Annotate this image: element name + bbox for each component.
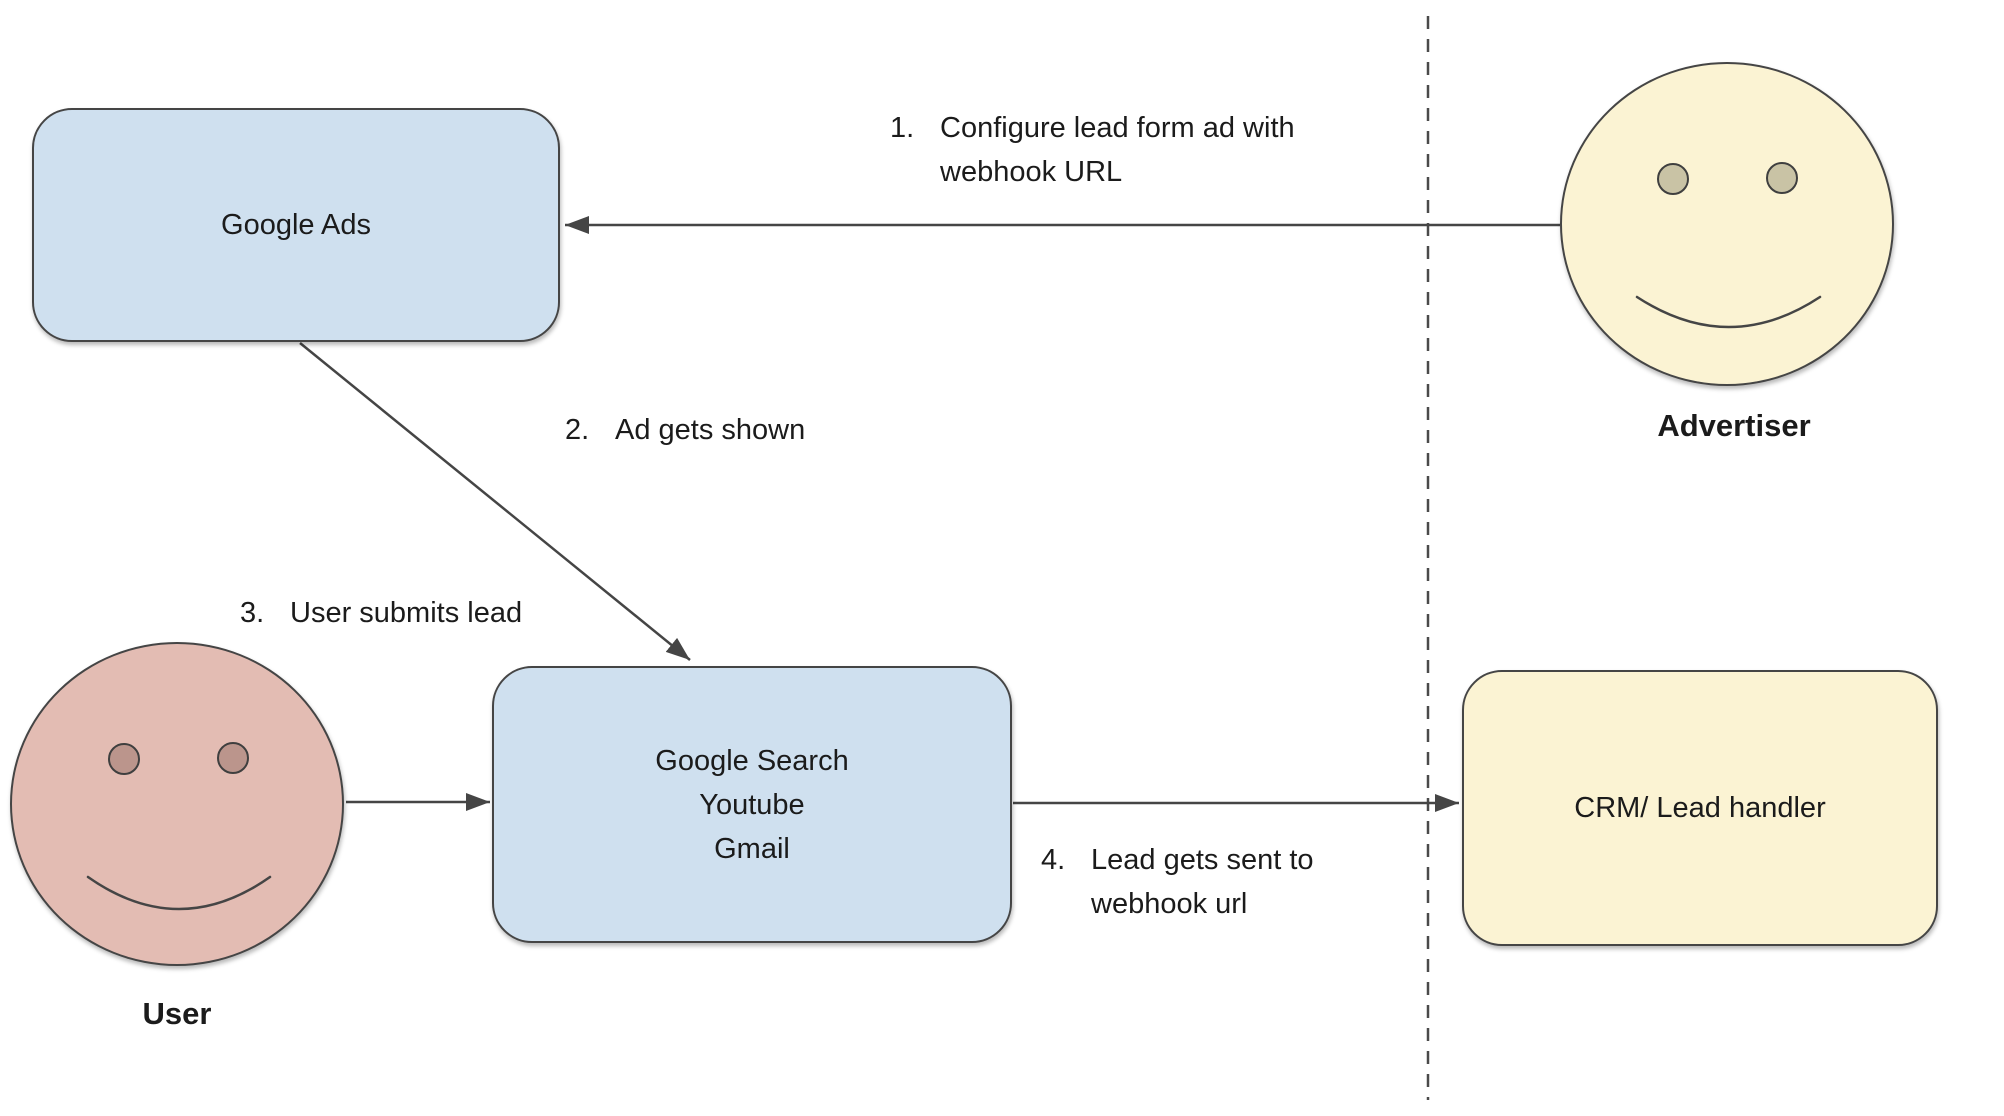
step1-text: Configure lead form ad with webhook URL <box>940 106 1295 194</box>
node-platforms-line-2: Youtube <box>699 788 805 821</box>
node-platforms-line-3: Gmail <box>714 832 790 865</box>
advertiser-smile-icon <box>1635 295 1822 329</box>
advertiser-avatar <box>1560 62 1894 386</box>
advertiser-eye-left-icon <box>1657 163 1689 195</box>
step2-text: Ad gets shown <box>615 414 806 446</box>
step3-label: 3. User submits lead <box>240 591 522 635</box>
node-google-ads: Google Ads <box>32 108 560 342</box>
arrow-step2-ad-shown <box>299 342 691 661</box>
step4-label: 4. Lead gets sent to webhook url <box>1041 838 1314 926</box>
step3-text: User submits lead <box>290 597 523 629</box>
node-platforms-line-1: Google Search <box>655 744 849 777</box>
step4-text: Lead gets sent to webhook url <box>1091 838 1314 926</box>
step1-number: 1. <box>890 112 915 144</box>
step1-label: 1. Configure lead form ad with webhook U… <box>890 106 1295 194</box>
step4-text-line2: webhook url <box>1091 888 1248 920</box>
user-eye-right-icon <box>217 742 249 774</box>
node-crm-label: CRM/ Lead handler <box>1574 792 1826 824</box>
step2-number: 2. <box>565 414 590 446</box>
step2-label: 2. Ad gets shown <box>565 408 805 452</box>
step1-text-line1: Configure lead form ad with <box>940 112 1295 144</box>
user-avatar <box>10 642 344 966</box>
user-smile-icon <box>86 875 272 911</box>
step1-text-line2: webhook URL <box>940 156 1123 188</box>
advertiser-label: Advertiser <box>1657 408 1811 443</box>
user-label: User <box>142 996 212 1031</box>
node-platforms: Google Search Youtube Gmail <box>492 666 1012 943</box>
step4-text-line1: Lead gets sent to <box>1091 844 1314 876</box>
user-eye-left-icon <box>108 743 140 775</box>
advertiser-eye-right-icon <box>1766 162 1798 194</box>
node-crm-lead-handler: CRM/ Lead handler <box>1462 670 1938 946</box>
step4-number: 4. <box>1041 844 1066 876</box>
node-google-ads-label: Google Ads <box>221 209 371 241</box>
step3-number: 3. <box>240 597 265 629</box>
